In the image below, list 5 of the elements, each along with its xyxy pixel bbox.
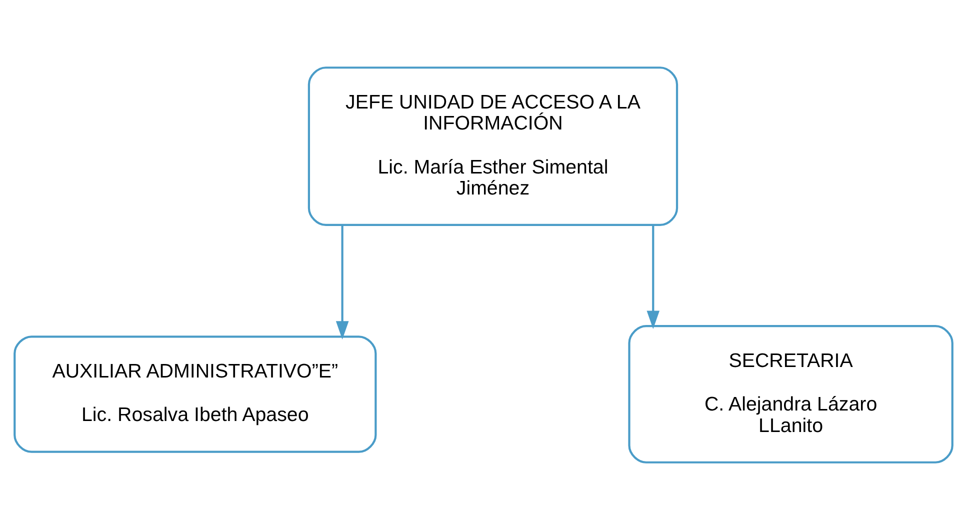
arrow xyxy=(646,224,660,329)
node-box: SECRETARIA C. Alejandra Lázaro LLanito xyxy=(628,324,954,463)
arrow xyxy=(336,224,349,339)
node-box: JEFE UNIDAD DE ACCESO A LA INFORMACIÓN Lic. María Esther Simental Jiménez xyxy=(308,66,678,226)
node-box: AUXILIAR ADMINISTRATIVO”E” Lic. Rosalva Ibeth Apaseo xyxy=(14,335,377,452)
